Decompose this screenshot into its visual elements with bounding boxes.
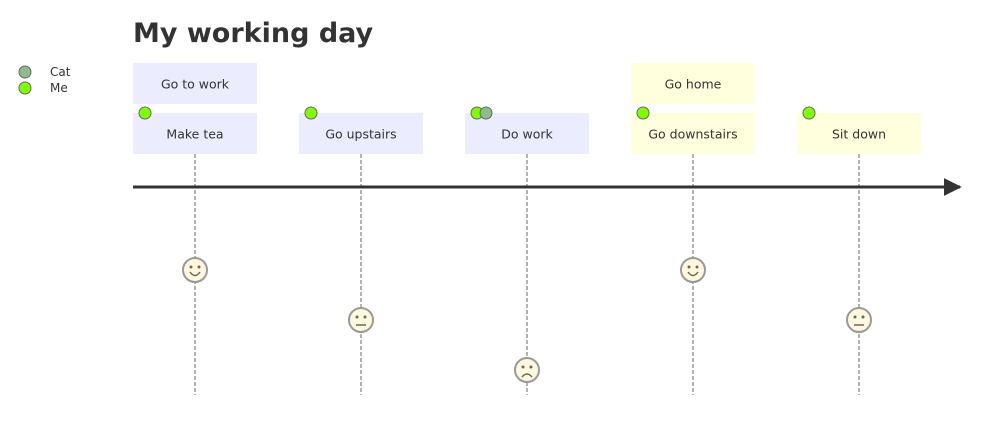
face-neutral-icon [846,307,872,333]
task-label: Sit down [832,127,886,142]
sections: Go to work Go home [133,63,755,104]
actor-dot-me [636,106,650,120]
task-box [299,113,423,154]
legend-marker-me [18,81,32,95]
task-0: Make tea [133,106,257,395]
mood-faces [182,257,872,383]
actor-dot-me [138,106,152,120]
task-3: Go downstairs [631,106,755,395]
legend-marker-cat [18,65,32,79]
section-box [133,63,257,104]
diagram-title: My working day [133,18,374,49]
section-label: Go home [665,77,722,92]
actor-dot-me [802,106,816,120]
legend-label-me: Me [50,81,68,95]
task-box [465,113,589,154]
actor-dot-me [304,106,318,120]
task-2: Do work [465,106,589,395]
actor-dot-cat [479,106,493,120]
task-box [631,113,755,154]
section-label: Go to work [161,77,230,92]
task-box [133,113,257,154]
section-box [631,63,755,104]
task-label: Go upstairs [325,127,396,142]
task-1: Go upstairs [299,106,423,395]
face-happy-icon [182,257,208,283]
section-1: Go home [631,63,755,104]
face-neutral-icon [348,307,374,333]
tasks: Make tea Go upstairs Do work Go downstairs S… [133,106,921,395]
task-4: Sit down [797,106,921,395]
task-box [797,113,921,154]
face-sad-icon [514,357,540,383]
task-label: Go downstairs [648,127,737,142]
task-label: Do work [501,127,553,142]
legend-label-cat: Cat [50,65,71,79]
task-label: Make tea [166,127,223,142]
face-happy-icon [680,257,706,283]
section-0: Go to work [133,63,257,104]
